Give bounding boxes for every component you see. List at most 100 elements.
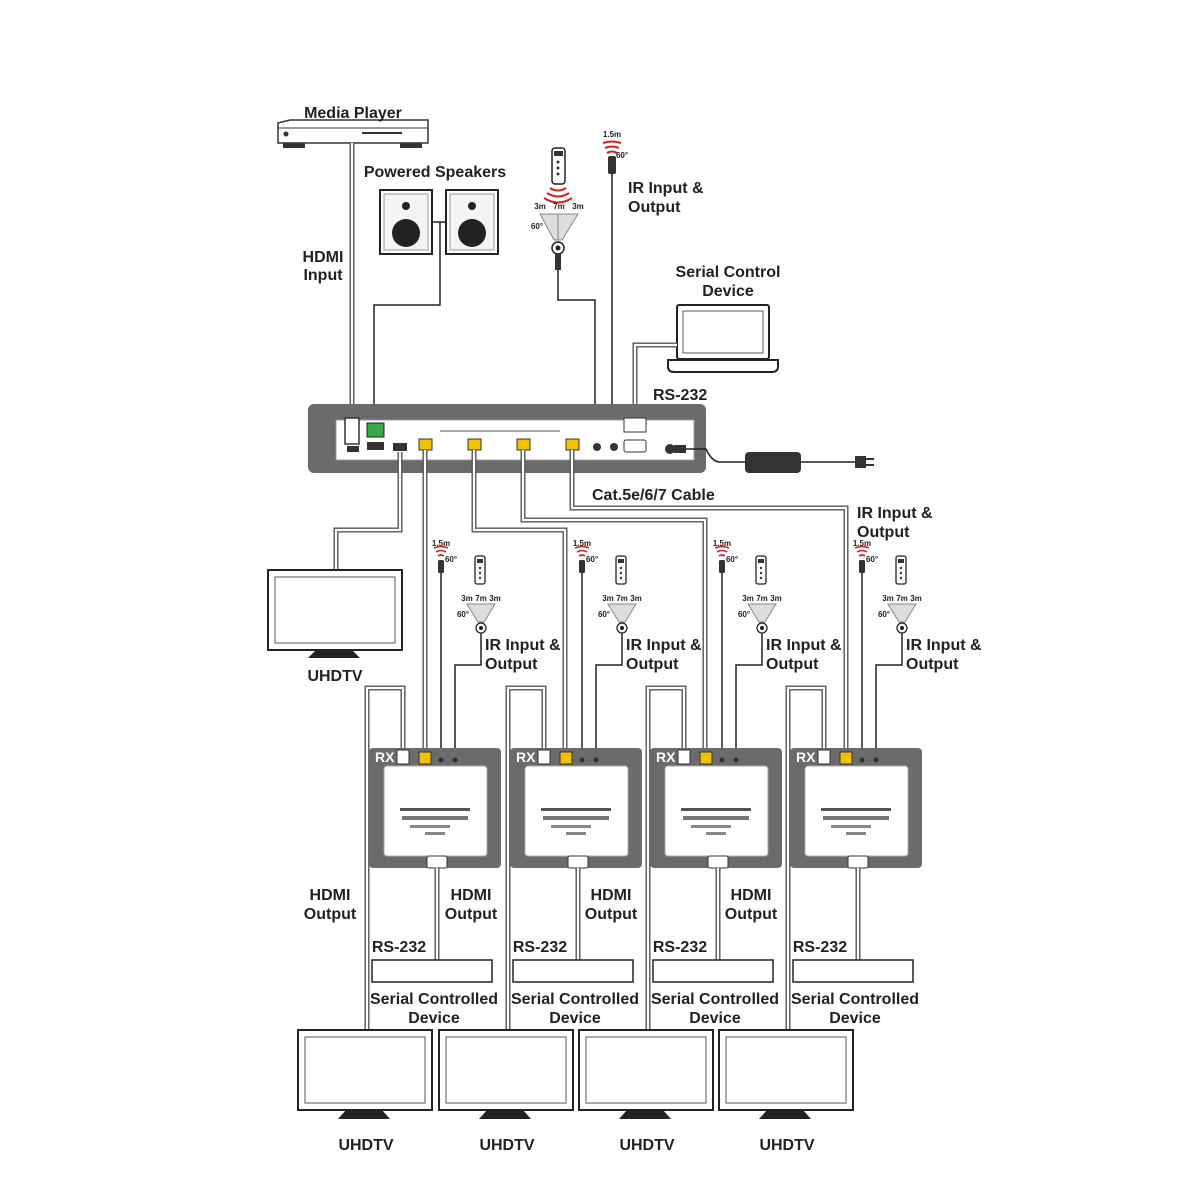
- serial-controlled-label-line1: Serial Controlled: [791, 991, 919, 1008]
- remote-control-icon: [474, 555, 486, 585]
- serial-device-icon: [792, 959, 914, 983]
- rx-receiver-icon: [369, 748, 501, 869]
- remote-control-icon: [615, 555, 627, 585]
- rs232-label: RS-232: [793, 939, 847, 956]
- ir-label-line1: IR Input &: [626, 637, 702, 654]
- serial-controlled-label-line2: Device: [408, 1010, 460, 1027]
- serial-controlled-label-line2: Device: [549, 1010, 601, 1027]
- ir-right-label-line1: IR Input &: [857, 505, 933, 522]
- ir-right-label-line2: Output: [857, 524, 910, 541]
- rs232-port: [623, 417, 647, 453]
- ir-angle-label: 60°: [457, 610, 469, 619]
- svg-text:3m: 3m: [534, 202, 546, 211]
- ir-range-right-label: 3m: [630, 594, 642, 603]
- ir-range-mid-label: 7m: [896, 594, 908, 603]
- tv-icon: [578, 1029, 714, 1119]
- hdmi-output-label-line2: Output: [304, 906, 357, 923]
- local-hdmi-out-port: [393, 443, 407, 451]
- hdmi-input-label-line1: HDMI: [303, 249, 344, 266]
- ir-eye-angle-label: 60°: [726, 555, 738, 564]
- speaker-icon: [445, 189, 499, 255]
- hdmi-output-label-line1: HDMI: [310, 887, 351, 904]
- remote-control-icon: [755, 555, 767, 585]
- hdmi-output-label-line2: Output: [585, 906, 638, 923]
- media-player-icon: [277, 119, 429, 148]
- hdmi-input-label-line2: Input: [303, 267, 343, 284]
- serial-device-icon: [512, 959, 634, 983]
- ir-eye-angle-label: 60°: [445, 555, 457, 564]
- ir-eye-range-label: 1.5m: [853, 539, 871, 548]
- uhdtv-label: UHDTV: [759, 1137, 814, 1154]
- laptop-icon: [667, 304, 779, 373]
- remote-control-icon: [551, 147, 566, 185]
- tv-icon: [718, 1029, 854, 1119]
- ir-eye-icon: [854, 545, 870, 573]
- hdmi-input-port: [344, 417, 360, 452]
- ir-receiver-icon: [551, 241, 565, 270]
- rs232-top-label: RS-232: [653, 387, 707, 404]
- transmitter-chassis: [308, 404, 706, 473]
- ir-label-line2: Output: [766, 656, 819, 673]
- ir-range-left-label: 3m: [742, 594, 754, 603]
- ir-angle-label: 60°: [878, 610, 890, 619]
- hdmi-output-label-line1: HDMI: [731, 887, 772, 904]
- ir-eye-range-label: 1.5m: [432, 539, 450, 548]
- ir-eye-icon: [574, 545, 590, 573]
- tv-icon: [267, 569, 403, 658]
- serial-device-icon: [652, 959, 774, 983]
- serial-control-label-line1: Serial Control: [676, 264, 781, 281]
- svg-text:3m: 3m: [572, 202, 584, 211]
- hdmi-output-label-line1: HDMI: [451, 887, 492, 904]
- uhdtv-label: UHDTV: [619, 1137, 674, 1154]
- tv-icon: [438, 1029, 574, 1119]
- hdmi-output-label-line2: Output: [725, 906, 778, 923]
- rx-receiver-icon: [650, 748, 782, 869]
- ir-eye-angle-label: 60°: [866, 555, 878, 564]
- ir-top-label-line2: Output: [628, 199, 681, 216]
- svg-text:60°: 60°: [616, 151, 628, 160]
- ir-range-right-label: 3m: [770, 594, 782, 603]
- ir-label-line2: Output: [906, 656, 959, 673]
- rx-receiver-icon: [510, 748, 642, 869]
- rs232-label: RS-232: [653, 939, 707, 956]
- ir-range-fan: [747, 603, 777, 623]
- ir-angle-label: 60°: [598, 610, 610, 619]
- audio-terminal-block: [366, 422, 385, 438]
- ir-range-fan: [466, 603, 496, 623]
- uhdtv-label: UHDTV: [338, 1137, 393, 1154]
- ir-eye-angle-label: 60°: [586, 555, 598, 564]
- ir-label-line2: Output: [485, 656, 538, 673]
- serial-controlled-label-line1: Serial Controlled: [651, 991, 779, 1008]
- powered-speakers-label: Powered Speakers: [364, 164, 506, 181]
- remote-control-icon: [895, 555, 907, 585]
- serial-controlled-label-line1: Serial Controlled: [511, 991, 639, 1008]
- ir-label-line2: Output: [626, 656, 679, 673]
- hdmi-output-label-line1: HDMI: [591, 887, 632, 904]
- serial-device-icon: [371, 959, 493, 983]
- ir-eye-icon: [602, 140, 622, 174]
- svg-text:7m: 7m: [553, 202, 565, 211]
- rx-label: RX: [375, 749, 395, 765]
- ir-range-right-label: 3m: [489, 594, 501, 603]
- cat-cables: [422, 450, 849, 752]
- uhdtv-local-label: UHDTV: [307, 668, 362, 685]
- ir-range-left-label: 3m: [882, 594, 894, 603]
- ir-label-line1: IR Input &: [766, 637, 842, 654]
- ir-range-mid-label: 7m: [475, 594, 487, 603]
- media-player-label: Media Player: [304, 105, 402, 122]
- serial-control-label-line2: Device: [702, 283, 754, 300]
- power-adapter-icon: [745, 452, 874, 473]
- ir-range-mid-label: 7m: [616, 594, 628, 603]
- ir-range-left-label: 3m: [461, 594, 473, 603]
- svg-text:1.5m: 1.5m: [603, 130, 621, 139]
- ir-range-mid-label: 7m: [756, 594, 768, 603]
- ir-eye-range-label: 1.5m: [713, 539, 731, 548]
- tv-icon: [297, 1029, 433, 1119]
- ir-eye-icon: [714, 545, 730, 573]
